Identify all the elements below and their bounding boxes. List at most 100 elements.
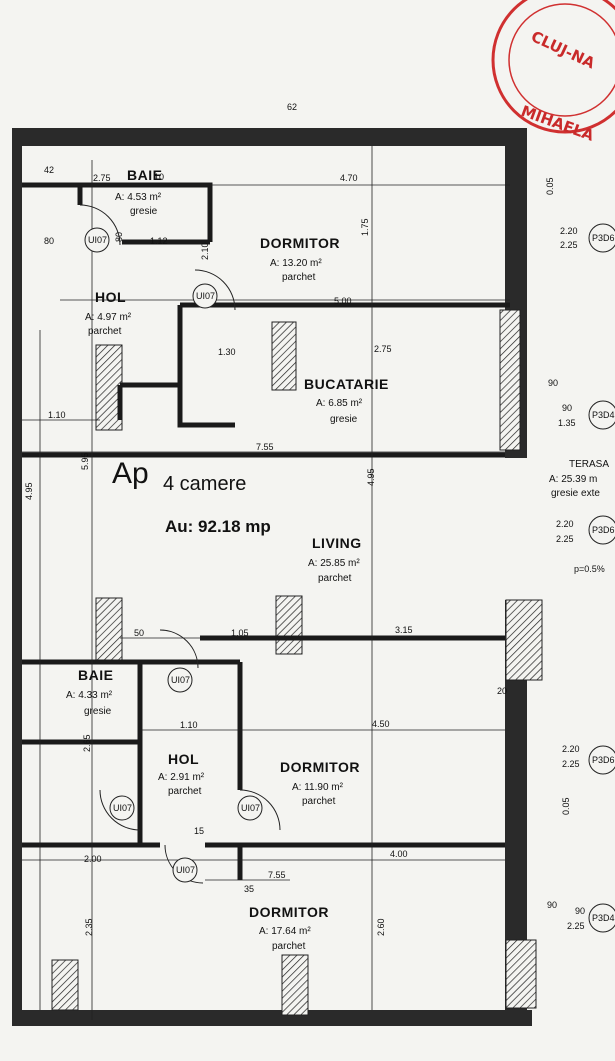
room-name: DORMITOR <box>260 235 340 251</box>
dim-62: 62 <box>287 102 297 112</box>
apartment-useful-area: Au: 92.18 mp <box>165 517 271 536</box>
dim-0-05: 0.05 <box>545 177 555 195</box>
window2-code: P3D4 <box>592 410 615 420</box>
room-name: HOL <box>168 751 199 767</box>
window-tags <box>588 223 615 933</box>
structural-columns <box>51 309 543 1016</box>
room-area: A: 4.33 m² <box>66 690 113 701</box>
door-tag-4: UI07 <box>113 803 132 813</box>
room-name: BAIE <box>127 167 162 183</box>
window1-width: 2.20 <box>560 226 578 236</box>
room-floor: parchet <box>88 326 122 337</box>
dim-4-95: 4.95 <box>24 482 34 500</box>
dim-2-75b: 2.75 <box>374 344 392 354</box>
exterior-walls <box>12 128 532 1026</box>
window3-height: 2.25 <box>556 534 574 544</box>
room-hol-2: HOL A: 2.91 m² parchet <box>158 751 205 797</box>
room-area: A: 2.91 m² <box>158 772 205 783</box>
window5-width: 90 <box>575 906 585 916</box>
window2-height: 1.35 <box>558 418 576 428</box>
dim-3-15: 3.15 <box>395 625 413 635</box>
room-name: HOL <box>95 289 126 305</box>
room-floor: parchet <box>272 941 306 952</box>
dim-10: 10 <box>154 172 164 182</box>
room-area: A: 4.97 m² <box>85 312 132 323</box>
room-floor: gresie exte <box>551 488 600 499</box>
room-name: BUCATARIE <box>304 376 389 392</box>
dim-1-12: 1.12 <box>150 236 168 246</box>
window1-height: 2.25 <box>560 240 578 250</box>
room-dormitor-1: DORMITOR A: 13.20 m² parchet <box>260 235 340 283</box>
room-floor: gresie <box>330 414 358 425</box>
window2-width: 90 <box>562 403 572 413</box>
room-name: TERASA <box>569 459 609 470</box>
dim-7-55b: 7.55 <box>268 870 286 880</box>
dim-1-10: 1.10 <box>48 410 66 420</box>
room-floor: parchet <box>282 272 316 283</box>
slope-label: p=0.5% <box>574 564 605 574</box>
vertical-dimension-labels: 4.95 4.95 5.95 1.75 2.65 2.60 2.35 0.05 … <box>24 177 571 936</box>
dim-80: 80 <box>44 236 54 246</box>
dim-4-50: 4.50 <box>372 719 390 729</box>
room-name: BAIE <box>78 667 113 683</box>
dim-1-10b: 1.10 <box>180 720 198 730</box>
dimension-labels: 2.75 4.70 1.12 80 5.00 1.30 2.75 1.10 7.… <box>44 102 558 910</box>
room-area: A: 13.20 m² <box>270 258 322 269</box>
dim-5-00: 5.00 <box>334 296 352 306</box>
window5-code: P3D4 <box>592 913 615 923</box>
window3-code: P3D6 <box>592 525 615 535</box>
dim-1-05: 1.05 <box>231 628 249 638</box>
dim-90: 90 <box>548 378 558 388</box>
dim-2-65: 2.65 <box>82 734 92 752</box>
dim-90b: 90 <box>547 900 557 910</box>
door-width-1: 80 <box>114 232 124 242</box>
dim-4-00: 4.00 <box>390 849 408 859</box>
room-area: A: 17.64 m² <box>259 926 311 937</box>
window-dimensions: 2.20 2.25 P3D6 90 1.35 P3D4 2.20 2.25 P3… <box>556 226 615 931</box>
room-area: A: 25.39 m <box>549 474 597 485</box>
window4-code: P3D6 <box>592 755 615 765</box>
room-baie-2: BAIE A: 4.33 m² gresie <box>66 667 113 717</box>
dim-2-00: 2.00 <box>84 854 102 864</box>
window4-width: 2.20 <box>562 744 580 754</box>
dimension-lines <box>22 146 510 1020</box>
dim-2-35: 2.35 <box>84 918 94 936</box>
room-dormitor-2: DORMITOR A: 11.90 m² parchet <box>280 759 360 807</box>
room-name: DORMITOR <box>280 759 360 775</box>
dim-1-30: 1.30 <box>218 347 236 357</box>
room-name: LIVING <box>312 535 362 551</box>
room-area: A: 6.85 m² <box>316 398 363 409</box>
room-floor: parchet <box>302 796 336 807</box>
door-tag-5: UI07 <box>241 803 260 813</box>
apartment-title: Ap 4 camere Au: 92.18 mp <box>112 457 271 536</box>
room-floor: parchet <box>168 786 202 797</box>
room-living: LIVING A: 25.85 m² parchet <box>308 535 362 584</box>
dim-2-75: 2.75 <box>93 173 111 183</box>
dim-42: 42 <box>44 165 54 175</box>
room-name: DORMITOR <box>249 904 329 920</box>
room-area: A: 25.85 m² <box>308 558 360 569</box>
door-tag-6: UI07 <box>176 865 195 875</box>
door-tag-labels: UI07 UI07 UI07 UI07 UI07 UI07 <box>88 235 260 875</box>
dim-7-55: 7.55 <box>256 442 274 452</box>
window3-width: 2.20 <box>556 519 574 529</box>
room-floor: gresie <box>130 206 158 217</box>
door-tag-1: UI07 <box>88 235 107 245</box>
room-dormitor-3: DORMITOR A: 17.64 m² parchet <box>249 904 329 952</box>
room-hol-1: HOL A: 4.97 m² parchet <box>85 289 132 337</box>
dim-5-95: 5.95 <box>80 452 90 470</box>
room-baie-1: BAIE A: 4.53 m² gresie <box>115 167 162 217</box>
door-height-1: 2.10 <box>200 242 210 260</box>
door-tags <box>84 227 263 883</box>
dim-20: 20 <box>497 686 507 696</box>
door-tag-3: UI07 <box>171 675 190 685</box>
dim-50: 50 <box>134 628 144 638</box>
window4-height: 2.25 <box>562 759 580 769</box>
dim-2-60: 2.60 <box>376 918 386 936</box>
room-floor: parchet <box>318 573 352 584</box>
room-area: A: 11.90 m² <box>292 782 344 793</box>
door-tag-2: UI07 <box>196 291 215 301</box>
room-bucatarie: BUCATARIE A: 6.85 m² gresie <box>304 376 389 425</box>
apartment-prefix: Ap <box>112 457 149 490</box>
dim-35: 35 <box>244 884 254 894</box>
